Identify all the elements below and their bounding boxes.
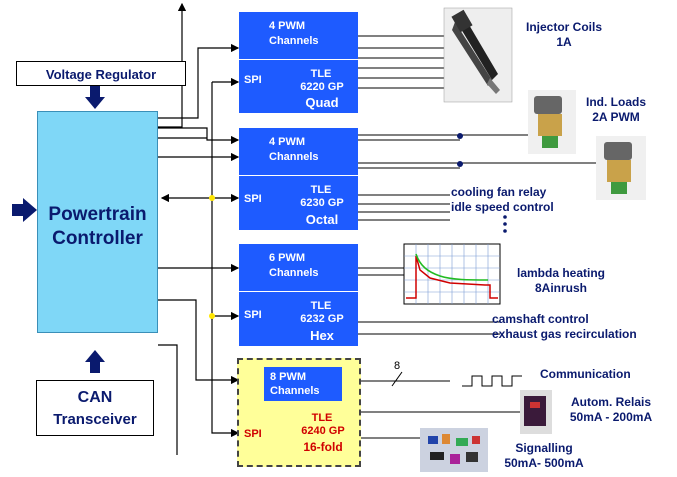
ind-load-image-1 [528,90,576,154]
chip4-pwm-line2: Channels [270,385,320,397]
exhaust-label: exhaust gas recirculation [492,327,637,341]
chip2-kind-label: Octal [305,212,339,227]
chip2-tle-label: TLE [310,184,332,196]
chip1-pwm-line2: Channels [269,35,319,47]
chip2-part-label: 6230 GP [300,197,344,209]
signalling-label-line2: 50mA- 500mA [504,456,584,470]
lambda-label-line2: 8Ainrush [534,281,587,295]
chip-tle6240-pwm: 8 PWM Channels [264,367,342,401]
relais-label-line1: Autom. Relais [570,395,651,409]
chip4-spi-label: SPI [244,428,262,440]
powertrain-label-line1: Powertrain [48,204,147,225]
injector-coil-image [443,7,513,103]
ind-loads-label-line1: Ind. Loads [586,95,646,109]
can-transceiver-box: CAN Transceiver [36,380,154,436]
idle-speed-label: idle speed control [451,200,554,214]
chip1-tle-label: TLE [310,68,332,80]
chip2-pwm-line1: 4 PWM [269,136,306,148]
chip1-part-label: 6220 GP [300,81,344,93]
voltage-regulator-label: Voltage Regulator [45,67,157,82]
chip3-spi-label: SPI [244,309,262,321]
can-label-line1: CAN [77,389,113,406]
chip1-pwm-line1: 4 PWM [269,20,306,32]
voltage-regulator-box: Voltage Regulator [16,61,186,86]
powertrain-controller-box: Powertrain Controller [37,111,158,333]
signalling-label-line1: Signalling [515,441,573,455]
chip-tle6232-spi: SPI TLE 6232 GP Hex [239,292,358,346]
chip1-kind-label: Quad [305,95,339,110]
chip3-kind-label: Hex [310,328,334,343]
chip4-kind-label: 16-fold [303,440,343,454]
powertrain-label-line2: Controller [52,228,143,249]
chip-tle6232-pwm: 6 PWM Channels [239,244,358,291]
chip-tle6220-spi: SPI TLE 6220 GP Quad [239,60,358,113]
communication-label: Communication [540,367,631,381]
chip4-tle-label: TLE [311,412,333,424]
chip3-tle-label: TLE [310,300,332,312]
chip-tle6230-pwm: 4 PWM Channels [239,128,358,175]
relais-image [520,390,552,434]
chip-tle6220-pwm: 4 PWM Channels [239,12,358,59]
chip2-pwm-line2: Channels [269,151,319,163]
chip3-pwm-line2: Channels [269,267,319,279]
signalling-image [420,428,488,472]
cooling-fan-label: cooling fan relay [451,185,547,199]
injector-label-line1: Injector Coils [525,20,602,34]
chip4-pwm-line1: 8 PWM [270,371,307,383]
bus-width-label: 8 [394,360,401,372]
camshaft-label: camshaft control [492,312,589,326]
can-label-line2: Transceiver [53,411,137,428]
chip4-part-label: 6240 GP [301,425,345,437]
lambda-heating-plot [403,243,501,305]
chip3-pwm-line1: 6 PWM [269,252,306,264]
chip3-part-label: 6232 GP [300,313,344,325]
injector-label-line2: 1A [556,35,572,49]
chip2-spi-label: SPI [244,193,262,205]
chip-tle6230-spi: SPI TLE 6230 GP Octal [239,176,358,230]
ind-load-image-2 [596,136,646,200]
chip1-spi-label: SPI [244,74,262,86]
lambda-label-line1: lambda heating [516,266,605,280]
relais-label-line2: 50mA - 200mA [569,410,653,424]
ind-loads-label-line2: 2A PWM [592,110,640,124]
